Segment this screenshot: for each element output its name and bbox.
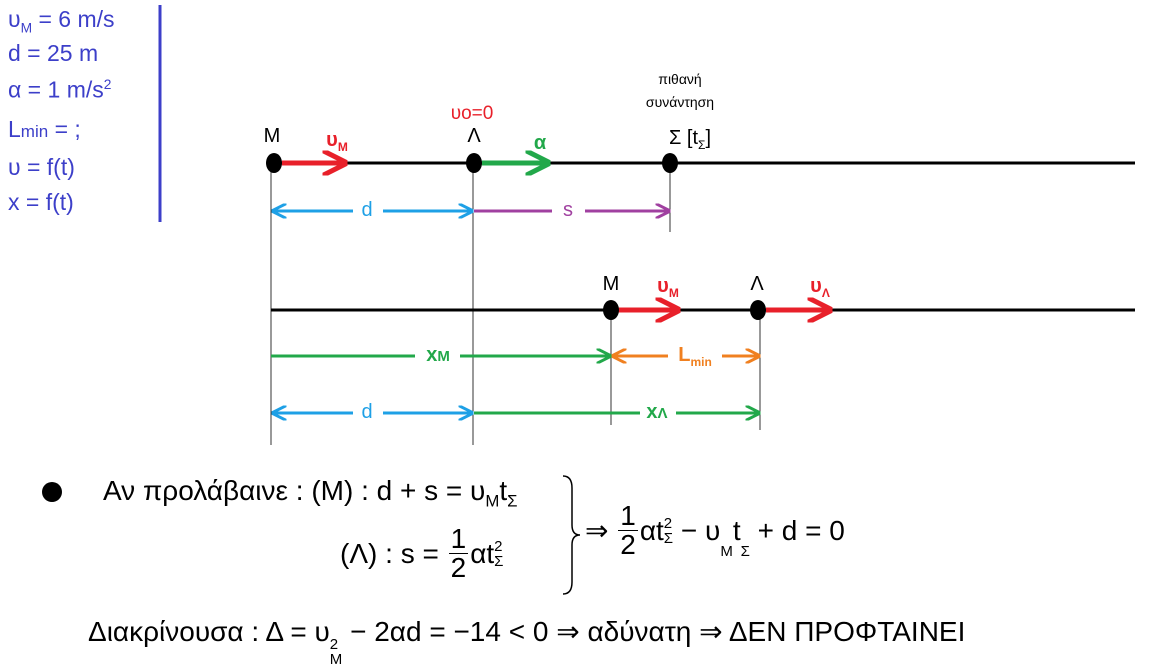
label-M-2: Μ <box>602 273 620 295</box>
given-vM: υM = 6 m/s <box>8 6 115 36</box>
label-sigma: Σ [tΣ] <box>668 127 712 152</box>
label-meeting-2: συνάντηση <box>645 94 715 110</box>
label-uM-2: υM <box>657 275 679 300</box>
label-xL: xΛ <box>646 401 668 423</box>
label-L-2: Λ <box>750 273 764 295</box>
point-L <box>466 153 482 173</box>
label-d-1: d <box>361 199 373 221</box>
point-S <box>662 153 678 173</box>
point-M <box>266 153 282 173</box>
label-uM: υM <box>326 129 348 154</box>
given-u-ft: υ = f(t) <box>8 154 75 180</box>
label-uL-2: υΛ <box>810 275 830 300</box>
equation-M: Αν προλάβαινε : (Μ) : d + s = υMtΣ <box>103 475 518 511</box>
label-Lmin: Lmin <box>678 344 712 369</box>
label-s: s <box>563 199 573 221</box>
label-u0: υο=0 <box>450 103 494 124</box>
brace <box>562 475 581 595</box>
given-x-ft: x = f(t) <box>8 189 74 215</box>
point-L-2 <box>750 300 766 320</box>
label-M: Μ <box>263 125 281 147</box>
given-a: α = 1 m/s2 <box>8 76 112 103</box>
bullet <box>42 482 62 502</box>
label-alpha: α <box>533 132 547 154</box>
given-d: d = 25 m <box>8 40 99 66</box>
label-xM: xM <box>426 344 450 366</box>
label-d-2: d <box>361 401 373 423</box>
label-meeting-1: πιθανή <box>658 71 702 87</box>
given-Lmin: Lmin = ; <box>8 116 81 142</box>
label-L: Λ <box>467 125 481 147</box>
point-M-2 <box>603 300 619 320</box>
